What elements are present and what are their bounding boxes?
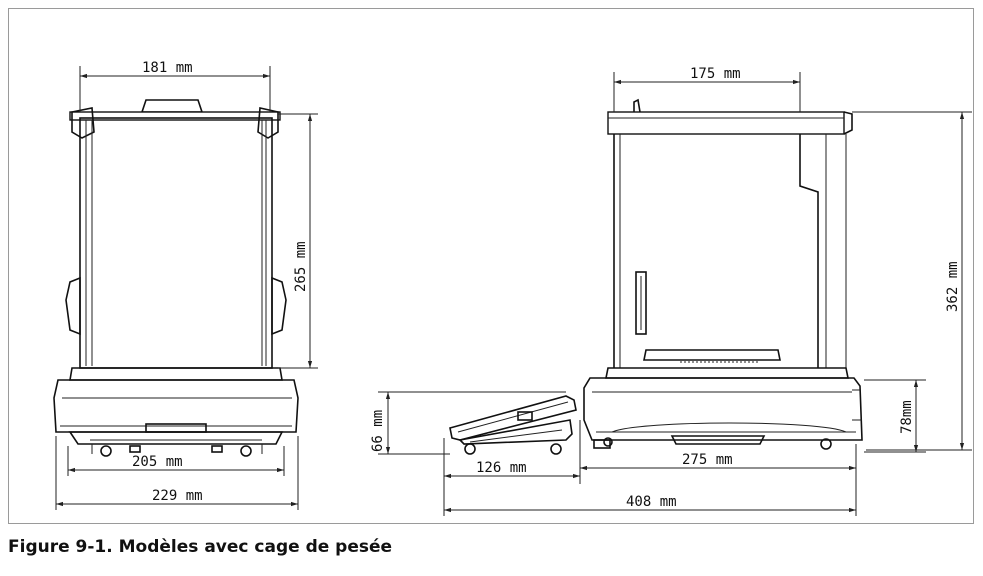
dim-label-front-top-width: 181 mm (142, 60, 193, 76)
dim-label-side-top-width: 175 mm (690, 66, 741, 82)
side-view (583, 98, 863, 450)
dim-label-side-height: 362 mm (945, 261, 961, 312)
dim-label-front-height: 265 mm (293, 241, 309, 292)
side-dimension-lines (378, 72, 972, 516)
terminal-unit (449, 395, 577, 455)
figure-caption: Figure 9-1. Modèles avec cage de pesée (8, 537, 393, 557)
dim-label-front-base-width: 205 mm (132, 454, 183, 470)
dim-label-front-total-width: 229 mm (152, 488, 203, 504)
dim-label-terminal-height: 66 mm (370, 410, 386, 452)
figure-frame (8, 8, 974, 524)
dim-label-total-depth: 408 mm (626, 494, 677, 510)
front-dimension-lines (55, 66, 318, 510)
front-view (53, 99, 299, 457)
dim-label-terminal-depth: 126 mm (476, 460, 527, 476)
dim-label-side-base-height: 78mm (899, 400, 915, 434)
dim-label-side-depth: 275 mm (682, 452, 733, 468)
technical-drawing: 181 mm 265 mm 205 mm 229 mm 175 mm 362 m… (53, 60, 972, 516)
